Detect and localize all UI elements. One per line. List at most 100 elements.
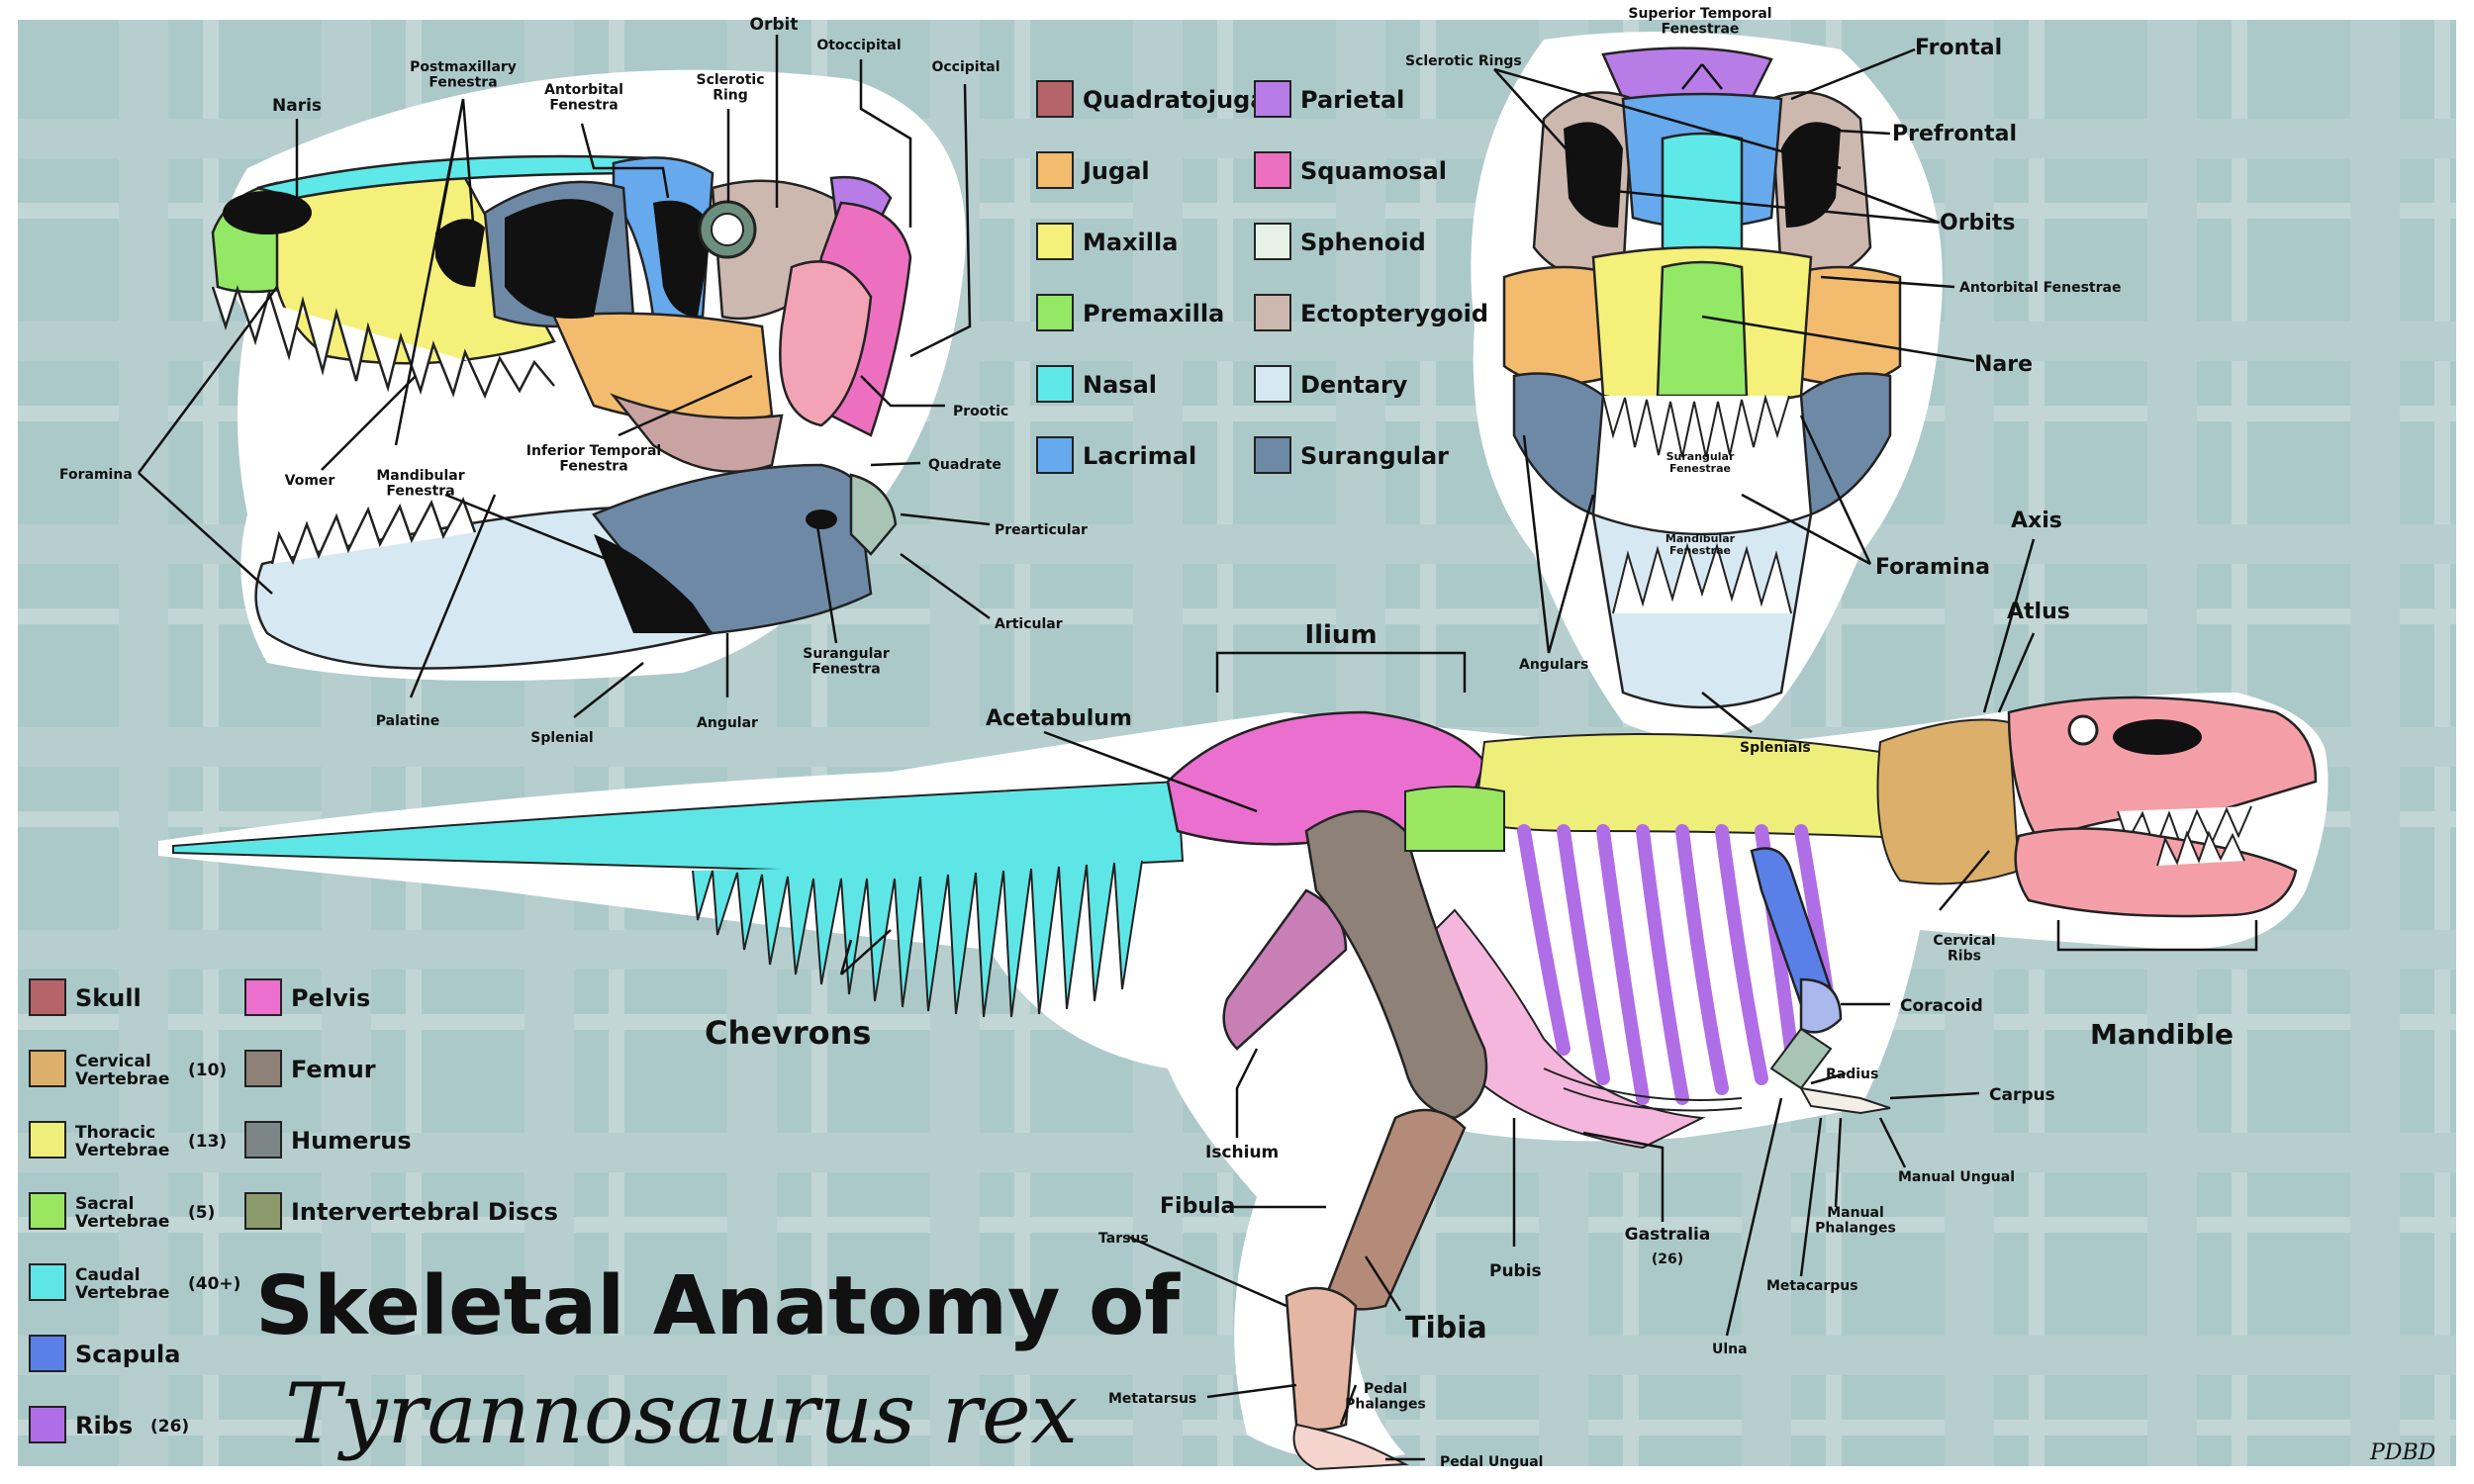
- label-metatarsus: Metatarsus: [1108, 1391, 1196, 1407]
- skull-key-swatch: [1036, 436, 1074, 474]
- front-premaxilla: [1656, 260, 1749, 398]
- label-nare: Nare: [1974, 352, 2033, 377]
- front-upper-teeth: [1602, 394, 1790, 458]
- orbit-opening: [653, 200, 713, 317]
- body-skull-fenestra: [2113, 719, 2202, 755]
- label-ulna: Ulna: [1712, 1342, 1748, 1357]
- body-key-count: (40+): [188, 1274, 240, 1294]
- leader-lines: [137, 35, 2258, 1461]
- label-pubis: Pubis: [1489, 1261, 1542, 1281]
- skull-color-key: QuadratojugalJugalMaxillaPremaxillaNasal…: [1036, 80, 1488, 474]
- body-key-label: Skull: [75, 984, 142, 1012]
- title-line1: Skeletal Anatomy of: [255, 1259, 1181, 1353]
- skull-key-swatch: [1036, 365, 1074, 403]
- label-gastralia: Gastralia: [1625, 1225, 1711, 1245]
- skull-key-swatch: [1036, 294, 1074, 331]
- label-angulars: Angulars: [1519, 657, 1588, 673]
- body-key-count: (26): [150, 1417, 189, 1437]
- label-gastralia-count: (26): [1652, 1252, 1683, 1267]
- skull-key-label: Nasal: [1083, 371, 1157, 399]
- hand-bones: [1799, 1086, 1891, 1115]
- body-key-label: Intervertebral Discs: [291, 1198, 558, 1226]
- sclerotic-ring-inner: [711, 213, 744, 246]
- skull-key-label: Premaxilla: [1083, 300, 1224, 327]
- label-palatine: Palatine: [376, 713, 440, 729]
- label-atlus: Atlus: [2007, 600, 2070, 624]
- lower-teeth: [270, 496, 477, 566]
- label-coracoid: Coracoid: [1900, 996, 1983, 1016]
- label-articular: Articular: [995, 616, 1063, 632]
- body-mandible-teeth: [2156, 830, 2245, 867]
- caudal-vertebrae: [172, 780, 1185, 1018]
- articular-bone: [849, 473, 898, 556]
- body-key-swatch: [244, 1050, 282, 1087]
- body-key-label: Scapula: [75, 1341, 180, 1368]
- skull-key-swatch: [1254, 223, 1291, 260]
- front-nasal: [1661, 132, 1744, 259]
- label-tarsus: Tarsus: [1098, 1231, 1149, 1247]
- label-orbits: Orbits: [1940, 211, 2015, 235]
- pedal-bones: [1292, 1423, 1409, 1471]
- label-pedal-ungual: Pedal Ungual: [1440, 1454, 1543, 1470]
- label-metacarpus: Metacarpus: [1766, 1278, 1858, 1294]
- label-fibula: Fibula: [1160, 1194, 1235, 1219]
- quadratojugal-bone: [779, 260, 873, 427]
- coracoid-bone: [1799, 977, 1843, 1034]
- body-skull-eye: [2067, 714, 2099, 746]
- front-lower-teeth: [1612, 542, 1792, 614]
- skull-key-label: Quadratojugal: [1083, 86, 1275, 114]
- label-mandible: Mandible: [2090, 1018, 2234, 1051]
- skull-key-label: Ectopterygoid: [1300, 300, 1488, 327]
- upper-teeth: [211, 284, 555, 400]
- body-key-swatch: [29, 978, 66, 1016]
- skull-key-label: Parietal: [1300, 86, 1404, 114]
- skull-key-label: Jugal: [1081, 157, 1150, 185]
- chevron-row: [692, 860, 1143, 1018]
- tail-spine: [172, 780, 1185, 873]
- label-ischium: Ischium: [1205, 1143, 1279, 1162]
- body-key-swatch: [29, 1121, 66, 1159]
- label-splenials: Splenials: [1740, 740, 1811, 756]
- skull-key-swatch: [1036, 223, 1074, 260]
- body-key-swatch: [244, 1192, 282, 1230]
- skull-key-label: Squamosal: [1300, 157, 1447, 185]
- label-prootic: Prootic: [953, 404, 1008, 419]
- skull-key-swatch: [1254, 151, 1291, 189]
- skull-key-swatch: [1254, 365, 1291, 403]
- side-skull: [211, 69, 966, 681]
- body-key-swatch: [29, 1192, 66, 1230]
- signature: PDBD: [2369, 1440, 2436, 1465]
- body-key-count: (5): [188, 1203, 215, 1223]
- title-line2: Tyrannosaurus rex: [285, 1365, 1078, 1462]
- skull-key-swatch: [1036, 80, 1074, 118]
- body-key-swatch: [29, 1263, 66, 1301]
- label-foramina-side: Foramina: [59, 467, 133, 483]
- label-antorbital-fenestrae: Antorbital Fenestrae: [1959, 280, 2121, 296]
- label-orbit: Orbit: [750, 15, 799, 35]
- body-key-label: Humerus: [291, 1127, 412, 1155]
- skull-key-swatch: [1036, 151, 1074, 189]
- label-radius: Radius: [1826, 1067, 1878, 1082]
- skull-key-swatch: [1254, 80, 1291, 118]
- body-key-count: (10): [188, 1061, 227, 1080]
- label-foramina-front: Foramina: [1875, 555, 1990, 580]
- label-ilium: Ilium: [1304, 620, 1377, 650]
- label-acetabulum: Acetabulum: [986, 706, 1132, 731]
- label-angular: Angular: [697, 715, 758, 731]
